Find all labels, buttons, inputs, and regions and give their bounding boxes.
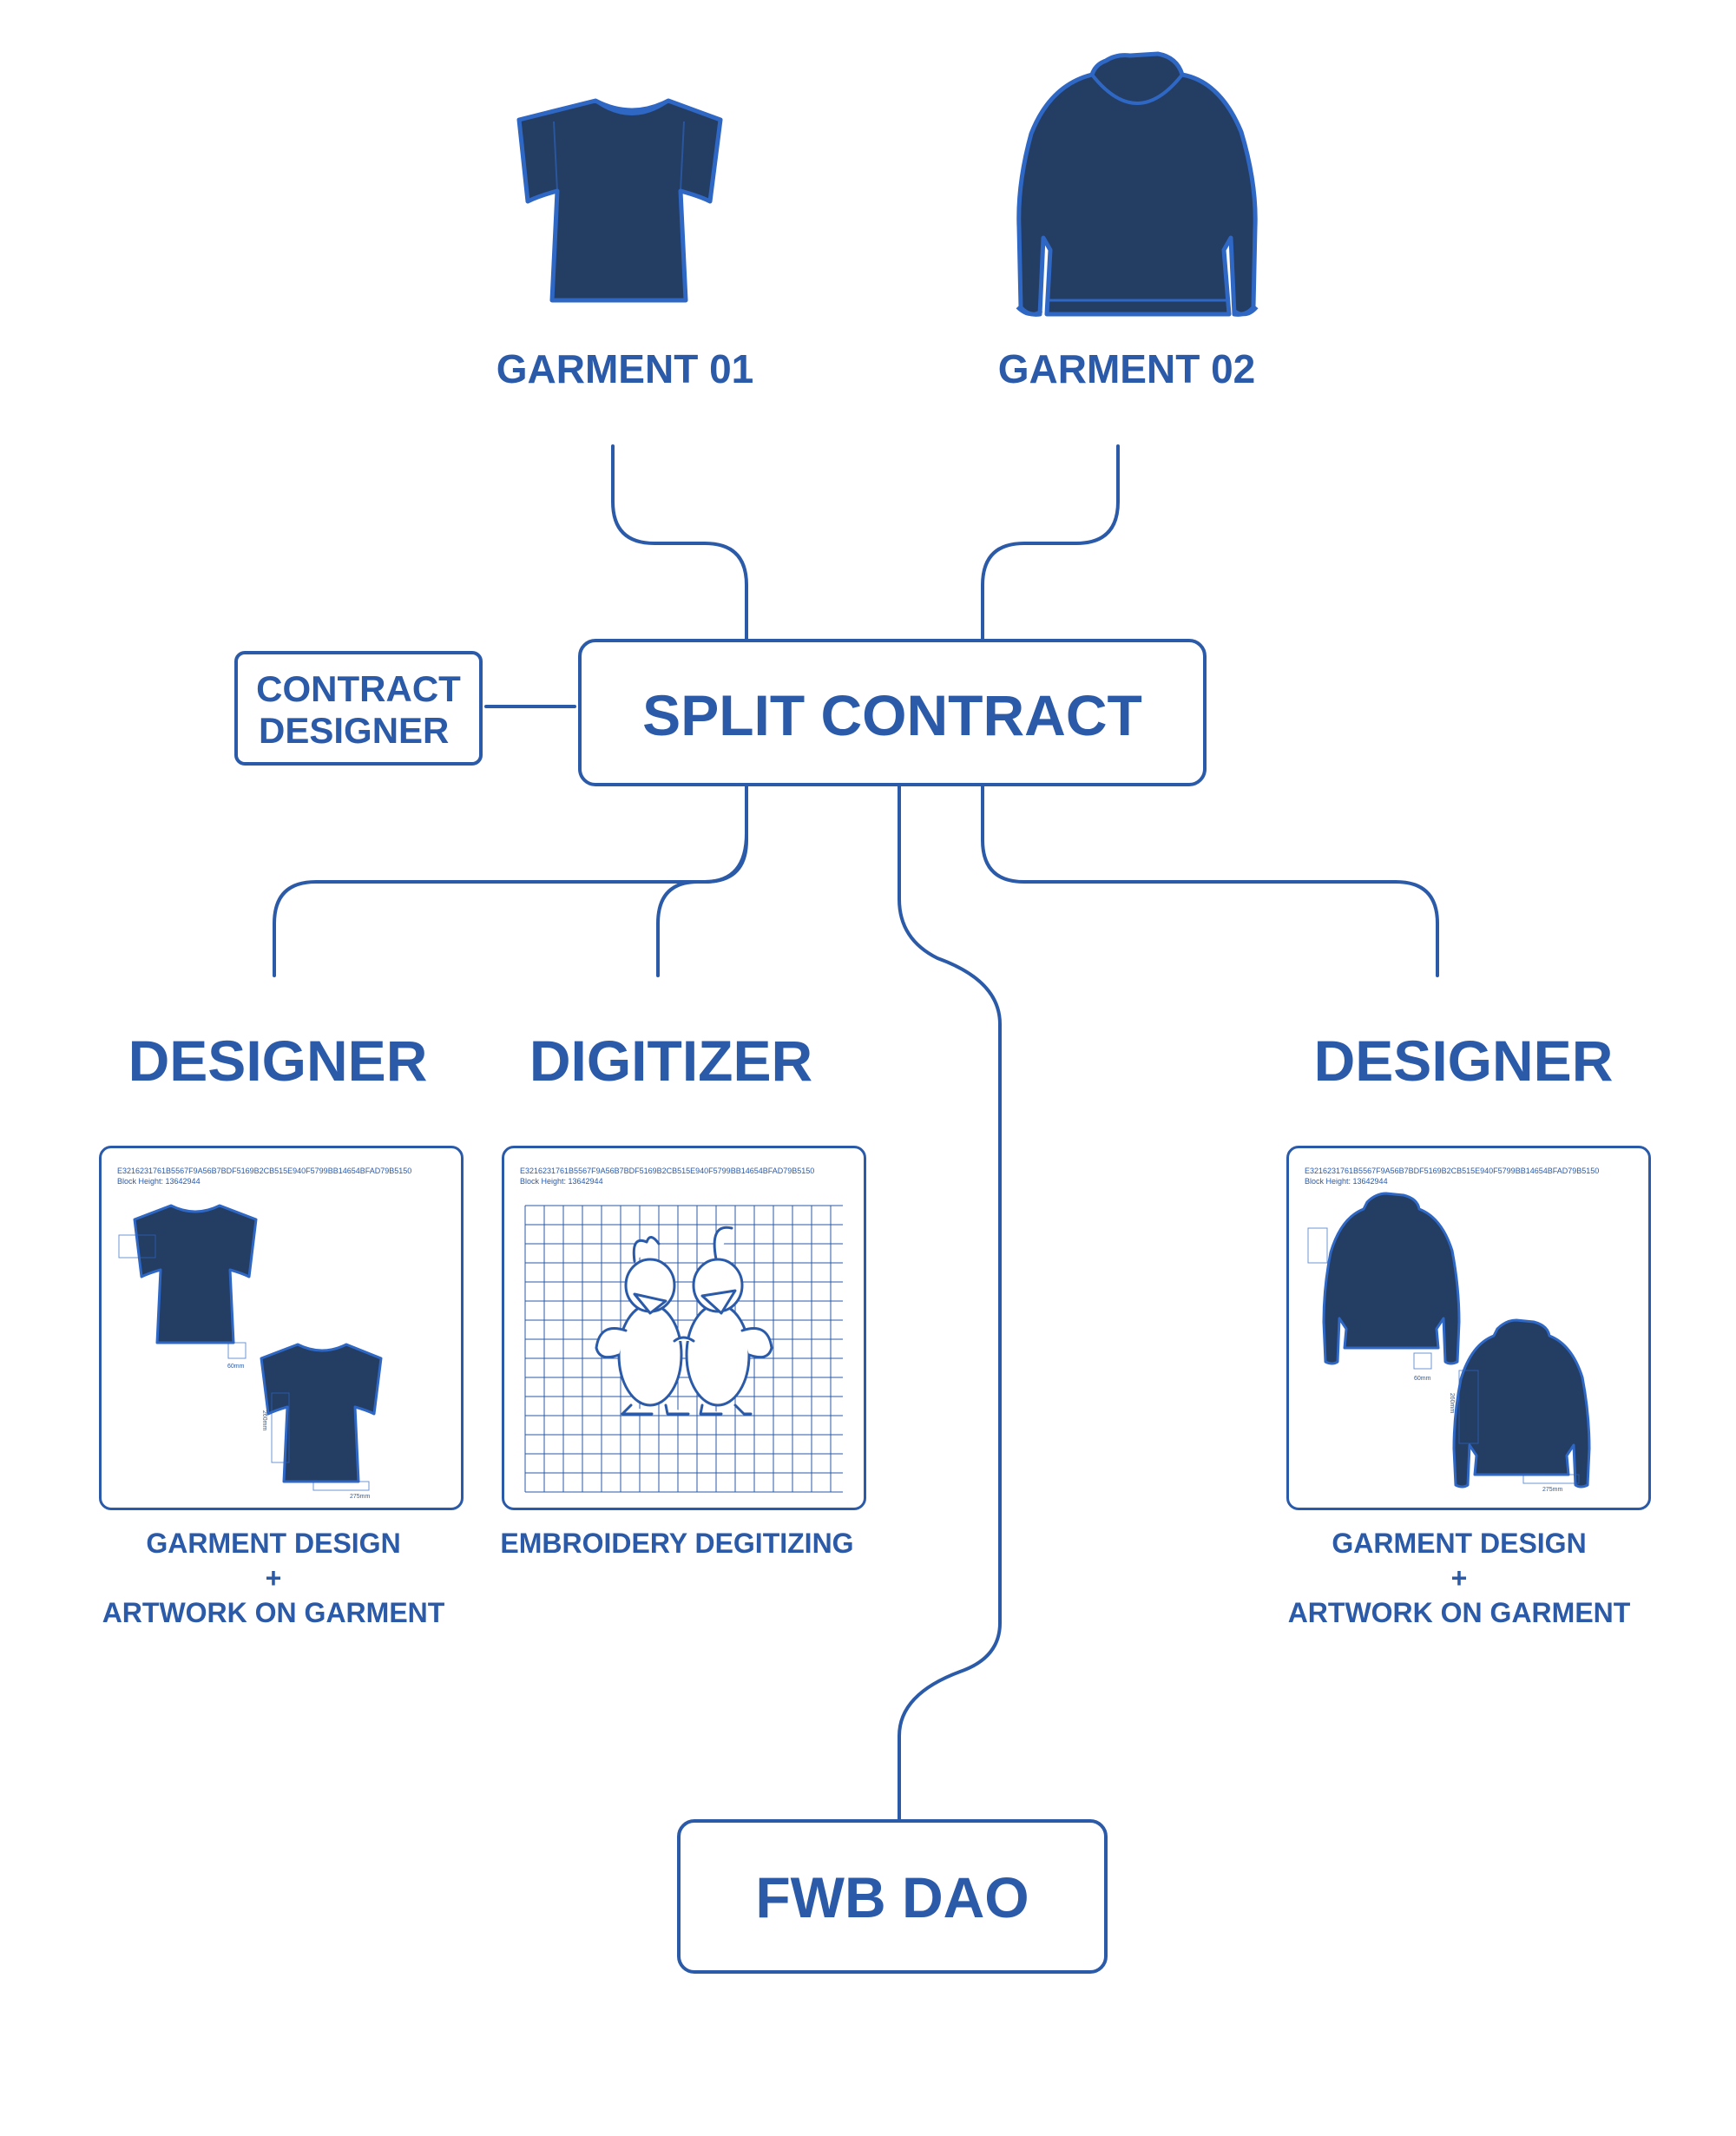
- dim-label-1: 60mm: [227, 1364, 245, 1370]
- caption-line-1: GARMENT DESIGN: [146, 1528, 401, 1559]
- card-hash: E3216231761B5567F9A56B7BDF5169B2CB515E94…: [117, 1167, 412, 1175]
- garment-01-label: GARMENT 01: [496, 346, 754, 391]
- digitizer-card[interactable]: E3216231761B5567F9A56B7BDF5169B2CB515E94…: [502, 1146, 866, 1510]
- dim-label-1: 60mm: [1414, 1376, 1431, 1382]
- fwb-dao-label: FWB DAO: [755, 1865, 1029, 1929]
- caption-line-2: ARTWORK ON GARMENT: [1287, 1597, 1631, 1628]
- designer-left-card[interactable]: E3216231761B5567F9A56B7BDF5169B2CB515E94…: [99, 1146, 464, 1510]
- contract-designer-line2: DESIGNER: [259, 710, 450, 751]
- split-contract-box[interactable]: SPLIT CONTRACT: [578, 639, 1207, 786]
- caption-line-2: ARTWORK ON GARMENT: [102, 1597, 445, 1628]
- connector-designer-right: [981, 785, 1439, 977]
- connector-designer-left: [273, 785, 748, 977]
- connector-garment-02: [981, 444, 1120, 641]
- caption-plus: +: [265, 1562, 282, 1594]
- digitizer-caption: EMBROIDERY DEGITIZING: [469, 1526, 885, 1561]
- garment-02-label: GARMENT 02: [997, 346, 1256, 391]
- caption-line-1: EMBROIDERY DEGITIZING: [500, 1528, 854, 1559]
- hoodie-design-sketch: [1307, 1192, 1591, 1489]
- dim-label-3: 275mm: [350, 1494, 371, 1500]
- card-block-height: Block Height: 13642944: [1305, 1177, 1388, 1186]
- rooster-characters-sketch: [595, 1226, 773, 1416]
- dim-label-3: 275mm: [1542, 1487, 1563, 1493]
- dim-label-2: 260mm: [261, 1410, 268, 1431]
- caption-line-1: GARMENT DESIGN: [1332, 1528, 1587, 1559]
- digitizer-title: DIGITIZER: [529, 1029, 813, 1093]
- card-hash: E3216231761B5567F9A56B7BDF5169B2CB515E94…: [520, 1167, 815, 1175]
- connector-garment-01: [611, 444, 748, 641]
- fwb-dao-box[interactable]: FWB DAO: [677, 1819, 1108, 1974]
- card-hash: E3216231761B5567F9A56B7BDF5169B2CB515E94…: [1305, 1167, 1600, 1175]
- contract-designer-line1: CONTRACT: [256, 668, 461, 709]
- tshirt-design-sketch: [118, 1204, 383, 1491]
- designer-right-card[interactable]: E3216231761B5567F9A56B7BDF5169B2CB515E94…: [1286, 1146, 1651, 1510]
- designer-right-title: DESIGNER: [1313, 1029, 1614, 1093]
- designer-left-caption: GARMENT DESIGN + ARTWORK ON GARMENT: [69, 1526, 477, 1630]
- hoodie-icon: [1016, 51, 1259, 317]
- card-block-height: Block Height: 13642944: [520, 1177, 603, 1186]
- split-contract-label: SPLIT CONTRACT: [642, 683, 1142, 747]
- tshirt-icon: [516, 98, 723, 303]
- designer-left-title: DESIGNER: [128, 1029, 428, 1093]
- connector-digitizer: [656, 831, 748, 977]
- card-block-height: Block Height: 13642944: [117, 1177, 201, 1186]
- contract-designer-box[interactable]: CONTRACT DESIGNER: [234, 651, 483, 766]
- embroidery-grid: [524, 1205, 843, 1493]
- designer-right-caption: GARMENT DESIGN + ARTWORK ON GARMENT: [1255, 1526, 1663, 1630]
- connector-dao: [898, 785, 1002, 1821]
- dim-label-2: 260mm: [1449, 1392, 1456, 1414]
- caption-plus: +: [1450, 1562, 1468, 1594]
